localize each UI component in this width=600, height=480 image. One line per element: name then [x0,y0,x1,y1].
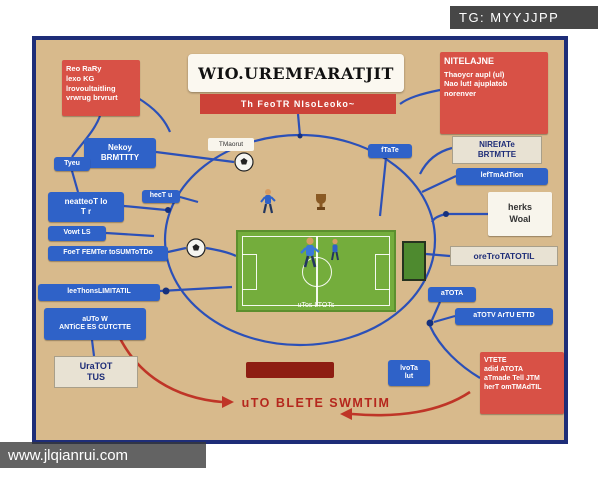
soccer-pitch: uTos LTOTs [236,230,396,312]
top-right-note-heading: NITELAJNE [444,56,495,66]
diagram-title: WIO.UREMFARATJIT [188,54,404,92]
label-leethons: leeThonsLIMITATIL [38,284,160,301]
top-right-note-body: Thaoycr aupl (ul) Nao lut! ajuplatob nor… [444,69,508,99]
label-herks-woal: herks Woal [488,192,552,236]
diagram-frame: WIO.UREMFARATJIT Th FeoTR NIsoLeoko~ Reo… [32,36,568,444]
bottom-red-caption: uTO BLETE SWMTIM [241,396,391,410]
player-icon [300,236,320,275]
label-neatteot: neatteoT lo T r [48,192,124,222]
label-atotv: aTOTV ArTU ETTD [455,308,553,325]
soccer-ball-icon [234,152,254,177]
goal-box [402,241,426,281]
label-nirefate: NIREfATe BRTMTTE [452,136,542,164]
player-icon [260,188,276,221]
label-tyeu: Tyeu [54,157,90,171]
label-foet: FoeT FEMTer toSUMToTDo [48,246,168,261]
dark-red-bar [246,362,334,378]
bottom-right-note-box: VTETE adid ATOTA aTmade Tell JTM herT om… [480,352,564,414]
label-nekoy: Nekoy BRMTTTY [84,138,156,168]
pitch-penalty-box-right [375,254,390,290]
label-atota: aTOTA [428,287,476,302]
label-maorut: TMaorut [208,138,254,151]
label-oretro: oreTroTATOTIL [450,246,558,266]
label-vowt: Vowt LS [48,226,106,241]
top-left-note-box: Reo RaRy lexo KG lrovoultaitling vrwrug … [62,60,140,116]
soccer-ball-icon [186,238,206,263]
label-hectu: hecT u [142,190,180,203]
label-lvota: lvoTa lut [388,360,430,386]
pitch-penalty-box-left [242,254,257,290]
diagram-subtitle: Th FeoTR NIsoLeoko~ [200,94,396,114]
label-ftate: fTaTe [368,144,412,158]
watermark-website: www.jlqianrui.com [0,442,206,468]
pitch-center-circle [302,257,332,287]
watermark-telegram: TG: MYYJJPP [450,6,598,29]
top-right-note-box: NITELAJNE Thaoycr aupl (ul) Nao lut! aju… [440,52,548,134]
trophy-icon [313,192,329,219]
player-icon [328,238,342,267]
label-leftmadtion: lefTmAdTion [456,168,548,185]
pitch-caption: uTos LTOTs [297,302,335,309]
label-auto: aUTo W ANTiCE ES CUTCTTE [44,308,146,340]
label-uratot: UraTOT TUS [54,356,138,388]
